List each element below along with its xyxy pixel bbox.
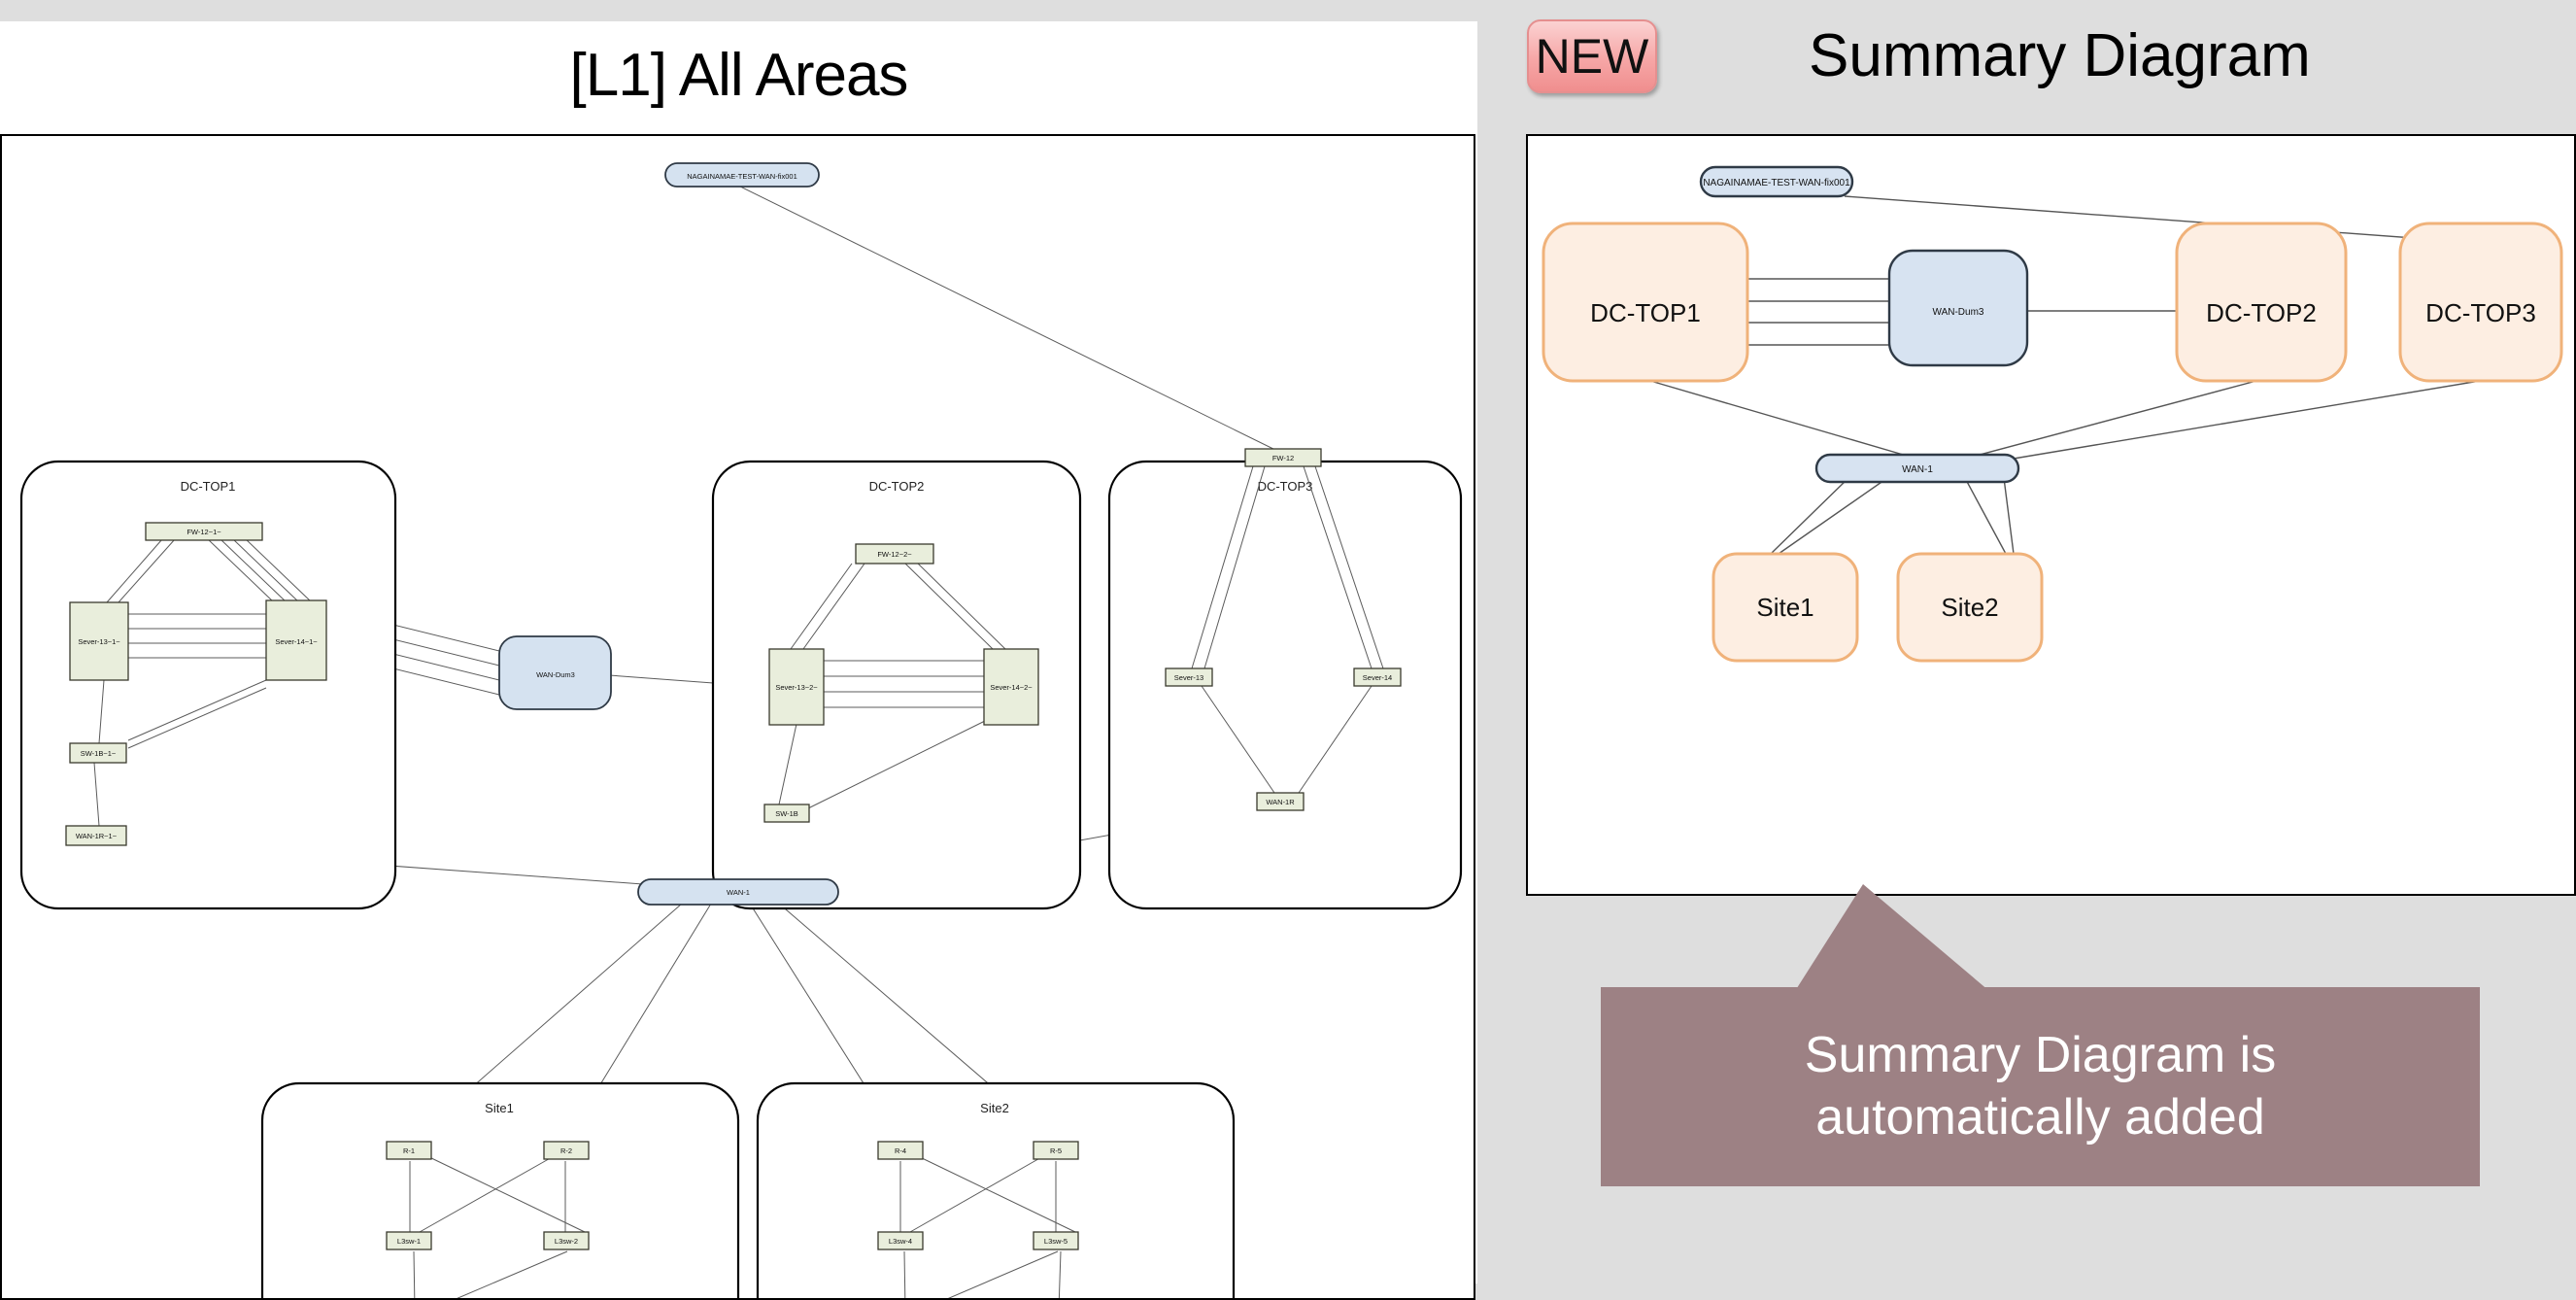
node-dc2-sw1b[interactable] xyxy=(763,804,810,823)
node-label-s1-l3sw2: L3sw-2 xyxy=(555,1237,578,1246)
site2-edges xyxy=(899,1155,1076,1298)
node-dc1-sever14[interactable] xyxy=(265,599,327,681)
summary-edges xyxy=(1649,195,2481,555)
node-wan-dum3[interactable]: WAN-Dum3 xyxy=(498,635,612,710)
callout-line-1: Summary Diagram is xyxy=(1804,1027,2277,1084)
node-label-naga: NAGAINAMAE-TEST-WAN-fix001 xyxy=(687,172,797,181)
node-label-s2-r5: R-5 xyxy=(1050,1146,1062,1155)
node-s1-l3sw1[interactable] xyxy=(386,1231,432,1250)
node-dc3-wan1r[interactable] xyxy=(1256,792,1305,811)
dc-top2-edges xyxy=(778,563,1006,809)
callout-line-2: automatically added xyxy=(1815,1088,2265,1146)
node-label-dc1-sw1b: SW-1B~1~ xyxy=(81,749,117,758)
group-label-dc-top3: DC-TOP3 xyxy=(1258,479,1313,494)
summary-label-naga: NAGAINAMAE-TEST-WAN-fix001 xyxy=(1703,178,1850,188)
group-label-site1: Site1 xyxy=(485,1101,514,1115)
node-s1-r1[interactable] xyxy=(386,1141,432,1160)
node-label-s1-r2: R-2 xyxy=(560,1146,572,1155)
node-label-dc2-sever14: Sever-14~2~ xyxy=(990,683,1033,692)
node-label-dc3-sever14: Sever-14 xyxy=(1363,673,1392,682)
group-dc-top3[interactable]: DC-TOP3 FW-12 Sever-13 xyxy=(1107,448,1463,910)
node-label-s2-l3sw4: L3sw-4 xyxy=(889,1237,912,1246)
summary-group-site2[interactable]: Site2 xyxy=(1896,552,2044,663)
node-label-wan-dum3: WAN-Dum3 xyxy=(536,670,575,679)
group-dc-top2[interactable]: DC-TOP2 FW-12~2~ xyxy=(711,460,1082,910)
node-dc1-fw[interactable] xyxy=(145,522,263,541)
summary-node-wan-1[interactable]: WAN-1 xyxy=(1814,453,2020,484)
dc-top3-edges xyxy=(1191,465,1384,794)
all-areas-diagram-svg[interactable]: DC-TOP1 xyxy=(2,136,1474,1298)
node-label-dc1-sever14: Sever-14~1~ xyxy=(275,637,318,646)
summary-label-site2: Site2 xyxy=(1941,593,1998,622)
node-label-dc1-sever13: Sever-13~1~ xyxy=(78,637,120,646)
node-label-dc3-sever13: Sever-13 xyxy=(1174,673,1203,682)
node-label-s2-l3sw5: L3sw-5 xyxy=(1044,1237,1068,1246)
summary-group-dc-top1[interactable]: DC-TOP1 xyxy=(1542,222,1749,383)
node-s1-l3sw2[interactable] xyxy=(543,1231,590,1250)
node-s2-r5[interactable] xyxy=(1033,1141,1079,1160)
node-dc3-fw[interactable] xyxy=(1244,448,1322,467)
node-s2-l3sw4[interactable] xyxy=(877,1231,924,1250)
summary-label-wan1: WAN-1 xyxy=(1902,464,1933,475)
dc-top1-edges xyxy=(93,538,313,827)
node-dc3-sever13[interactable] xyxy=(1165,667,1213,687)
site1-edges xyxy=(409,1155,586,1298)
node-label-dc1-wan1r: WAN-1R~1~ xyxy=(76,832,118,840)
summary-diagram-svg[interactable]: NAGAINAMAE-TEST-WAN-fix001 DC-TOP1 WAN-D… xyxy=(1528,136,2574,894)
node-wan-1[interactable]: WAN-1 xyxy=(637,878,839,906)
node-label-dc2-sever13: Sever-13~2~ xyxy=(775,683,818,692)
node-dc3-sever14[interactable] xyxy=(1353,667,1402,687)
summary-label-wan-dum3: WAN-Dum3 xyxy=(1933,307,1984,318)
callout-text: Summary Diagram is automatically added xyxy=(1601,987,2480,1186)
node-label-s1-l3sw1: L3sw-1 xyxy=(397,1237,421,1246)
node-label-dc2-sw1b: SW-1B xyxy=(775,809,798,818)
node-dc1-sw1b[interactable] xyxy=(69,742,127,764)
group-site2[interactable]: Site2 R-4 R-5 L3sw-4 xyxy=(756,1081,1236,1298)
node-s1-r2[interactable] xyxy=(543,1141,590,1160)
group-label-dc-top1: DC-TOP1 xyxy=(181,479,236,494)
node-label-s1-r1: R-1 xyxy=(403,1146,415,1155)
left-panel-title: [L1] All Areas xyxy=(569,42,909,109)
right-panel-title: Summary Diagram xyxy=(1809,22,2311,89)
summary-label-dc-top2: DC-TOP2 xyxy=(2206,298,2317,327)
node-dc2-fw[interactable] xyxy=(855,543,934,564)
node-dc2-sever13[interactable] xyxy=(768,648,825,726)
node-label-wan1: WAN-1 xyxy=(727,888,750,897)
node-label-s2-r4: R-4 xyxy=(895,1146,906,1155)
summary-group-site1[interactable]: Site1 xyxy=(1712,552,1859,663)
node-s2-r4[interactable] xyxy=(877,1141,924,1160)
all-areas-diagram-canvas[interactable]: DC-TOP1 xyxy=(0,134,1475,1300)
summary-node-naga[interactable]: NAGAINAMAE-TEST-WAN-fix001 xyxy=(1699,165,1854,198)
summary-diagram-canvas[interactable]: NAGAINAMAE-TEST-WAN-fix001 DC-TOP1 WAN-D… xyxy=(1526,134,2576,896)
node-s2-l3sw5[interactable] xyxy=(1033,1231,1079,1250)
node-naga-wan[interactable]: NAGAINAMAE-TEST-WAN-fix001 xyxy=(664,162,820,188)
left-panel: [L1] All Areas xyxy=(0,21,1477,1300)
node-label-dc3-wan1r: WAN-1R xyxy=(1266,798,1295,806)
callout-box: Summary Diagram is automatically added xyxy=(1601,987,2480,1186)
summary-label-site1: Site1 xyxy=(1756,593,1813,622)
node-label-dc3-fw: FW-12 xyxy=(1272,454,1294,462)
summary-node-wan-dum3[interactable]: WAN-Dum3 xyxy=(1887,249,2029,367)
group-dc-top1[interactable]: DC-TOP1 xyxy=(19,460,397,910)
summary-group-dc-top3[interactable]: DC-TOP3 xyxy=(2398,222,2563,383)
node-label-dc1-fw: FW-12~1~ xyxy=(186,528,221,536)
summary-group-dc-top2[interactable]: DC-TOP2 xyxy=(2175,222,2348,383)
node-dc2-sever14[interactable] xyxy=(983,648,1039,726)
node-dc1-wan1r[interactable] xyxy=(65,825,127,846)
node-dc1-sever13[interactable] xyxy=(69,601,129,681)
node-label-dc2-fw: FW-12~2~ xyxy=(877,550,912,559)
new-badge: NEW xyxy=(1527,19,1657,93)
summary-label-dc-top1: DC-TOP1 xyxy=(1590,298,1701,327)
group-site1[interactable]: Site1 R-1 R-2 L3sw-1 xyxy=(260,1081,740,1298)
group-label-dc-top2: DC-TOP2 xyxy=(869,479,925,494)
group-label-site2: Site2 xyxy=(980,1101,1009,1115)
summary-label-dc-top3: DC-TOP3 xyxy=(2425,298,2536,327)
callout-tail xyxy=(1795,884,1989,991)
